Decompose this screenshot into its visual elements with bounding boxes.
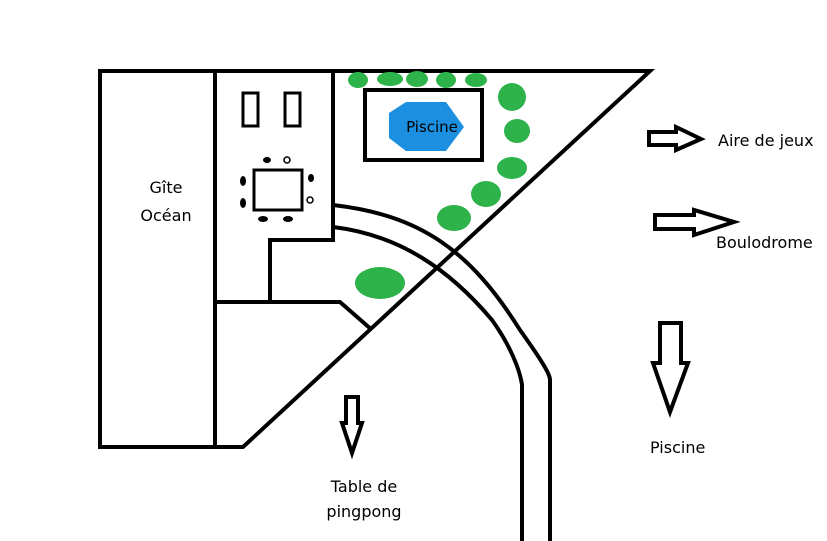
bush [465, 73, 487, 87]
pool-enclosure [363, 88, 484, 162]
path-edge-inner [332, 225, 524, 541]
bush [498, 83, 526, 111]
label-piscine: Piscine [650, 438, 705, 457]
building-name-line2: Océan [140, 206, 191, 225]
bush [406, 71, 428, 87]
label-boulodrome: Boulodrome [716, 233, 813, 252]
property-outline [98, 69, 656, 449]
bush [437, 205, 471, 231]
bush [436, 72, 456, 88]
bush [348, 72, 368, 88]
bush [471, 181, 501, 207]
label-table-pingpong-line1: Table de [330, 477, 397, 496]
chair [306, 196, 314, 204]
hedges [348, 71, 530, 299]
arrow-right-icon [647, 123, 706, 154]
bush [497, 157, 527, 179]
chair [240, 176, 246, 186]
chair [258, 216, 268, 222]
chair [308, 174, 314, 182]
chair [240, 198, 246, 208]
building-name-line1: Gîte [150, 178, 183, 197]
chair [283, 216, 293, 222]
terrace-step [215, 300, 374, 332]
arrow-down-icon [339, 395, 365, 460]
lounge-chair [283, 91, 302, 128]
chair [283, 156, 291, 164]
garden-table [252, 168, 304, 212]
chair [263, 157, 271, 163]
pool [389, 102, 464, 151]
bush [355, 267, 405, 299]
bush [377, 72, 403, 86]
label-table-pingpong-line2: pingpong [326, 502, 401, 521]
path-edge-outer [332, 203, 552, 541]
label-aire-de-jeux: Aire de jeux [718, 131, 814, 150]
arrow-right-icon [653, 207, 741, 238]
lounge-chair [241, 91, 260, 128]
bush [504, 119, 530, 143]
terrace-outline [268, 71, 335, 302]
pool-label: Piscine [406, 118, 458, 136]
arrow-down-icon [650, 321, 691, 418]
